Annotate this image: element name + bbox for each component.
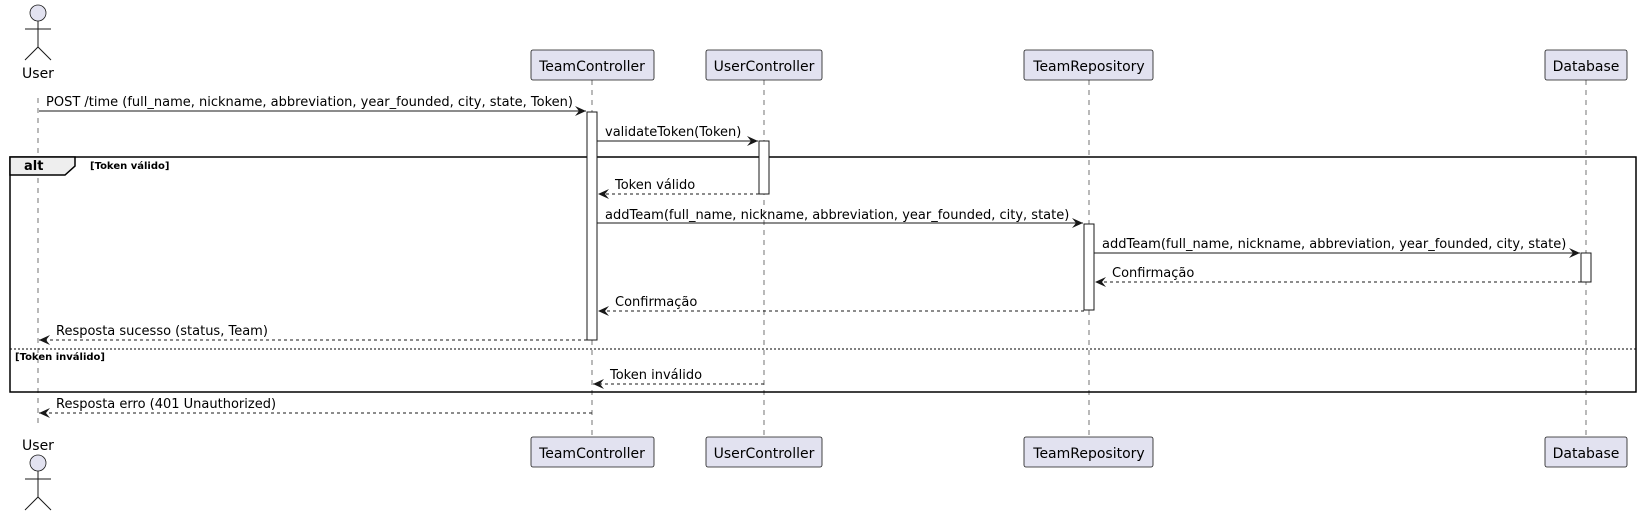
alt-guard-invalid: [Token inválido]: [15, 351, 105, 363]
activation-team-repository: [1083, 223, 1095, 311]
message-label-1: POST /time (full_name, nickname, abbrevi…: [46, 95, 573, 110]
participant-team-repository-bottom: TeamRepository: [1032, 446, 1144, 462]
participant-box-team-repository-bottom: [1023, 436, 1154, 468]
participant-box-database-top: [1544, 49, 1628, 81]
participant-user-controller-top: UserController: [714, 59, 815, 75]
message-labels: POST /time (full_name, nickname, abbrevi…: [46, 95, 1566, 412]
message-label-4: addTeam(full_name, nickname, abbreviatio…: [605, 208, 1069, 223]
alt-keyword: alt: [24, 159, 43, 174]
participant-box-user-controller-top: [705, 49, 823, 81]
alt-tab: [9, 156, 76, 176]
alt-frame: [9, 156, 1637, 393]
alt-guard-valid: [Token válido]: [90, 160, 169, 172]
activation-team-controller: [586, 111, 598, 341]
participants-top: User TeamController UserController TeamR…: [22, 4, 1628, 82]
lifelines: [37, 80, 1587, 437]
participant-box-user-controller-bottom: [705, 436, 823, 468]
actor-user-label-top: User: [22, 66, 54, 82]
message-label-7: Confirmação: [615, 295, 697, 310]
participant-database-bottom: Database: [1553, 446, 1620, 462]
participants-bottom: User TeamController UserController TeamR…: [22, 436, 1628, 511]
participant-user-controller-bottom: UserController: [714, 446, 815, 462]
message-label-8: Resposta sucesso (status, Team): [56, 324, 268, 339]
participant-team-repository-top: TeamRepository: [1032, 59, 1144, 75]
participant-box-team-controller-bottom: [530, 436, 655, 468]
activations: [586, 111, 1592, 341]
participant-database-top: Database: [1553, 59, 1620, 75]
message-label-2: validateToken(Token): [605, 125, 741, 140]
participant-box-team-controller-top: [530, 49, 655, 81]
messages: [39, 106, 1581, 418]
actor-user-top: User: [22, 4, 54, 82]
participant-team-controller-top: TeamController: [538, 59, 645, 75]
activation-user-controller: [758, 140, 770, 195]
actor-head-icon: [29, 4, 47, 22]
participant-box-team-repository-top: [1023, 49, 1154, 81]
actor-user-label-bottom: User: [22, 438, 54, 454]
actor-user-bottom: User: [22, 438, 54, 511]
message-label-10: Resposta erro (401 Unauthorized): [56, 397, 276, 412]
activation-database: [1580, 252, 1592, 283]
message-label-6: Confirmação: [1112, 266, 1194, 281]
message-label-3: Token válido: [614, 178, 695, 193]
message-label-5: addTeam(full_name, nickname, abbreviatio…: [1102, 237, 1566, 252]
actor-legs-icon: [24, 496, 52, 511]
actor-legs-icon: [24, 46, 52, 61]
message-label-9: Token inválido: [609, 368, 702, 383]
participant-team-controller-bottom: TeamController: [538, 446, 645, 462]
actor-head-icon: [29, 454, 47, 472]
participant-box-database-bottom: [1544, 436, 1628, 468]
alt-fragment: alt [Token válido] [Token inválido]: [9, 156, 1637, 393]
